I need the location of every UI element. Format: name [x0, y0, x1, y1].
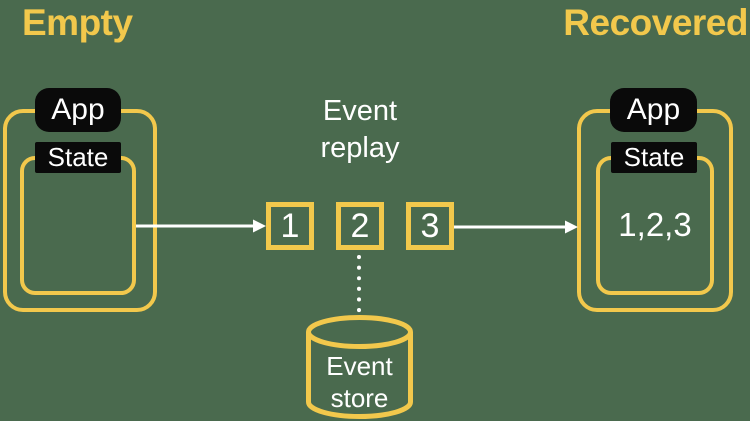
event-box-3: 3 — [406, 202, 454, 250]
right-state-value: 1,2,3 — [618, 206, 692, 243]
heading-recovered: Recovered — [563, 2, 748, 43]
right-state-label: State — [611, 142, 697, 173]
left-app-label: App — [35, 88, 121, 132]
heading-empty: Empty — [22, 2, 133, 43]
flow-arrow-right-icon — [454, 220, 578, 234]
event-store-label: Event store — [326, 351, 393, 413]
event-box-2: 2 — [336, 202, 384, 250]
right-app-label: App — [610, 88, 697, 132]
event-box-1: 1 — [266, 202, 314, 250]
left-state-outline — [20, 156, 136, 295]
left-state-label: State — [35, 142, 121, 173]
event-replay-label: Event replay — [320, 95, 400, 164]
